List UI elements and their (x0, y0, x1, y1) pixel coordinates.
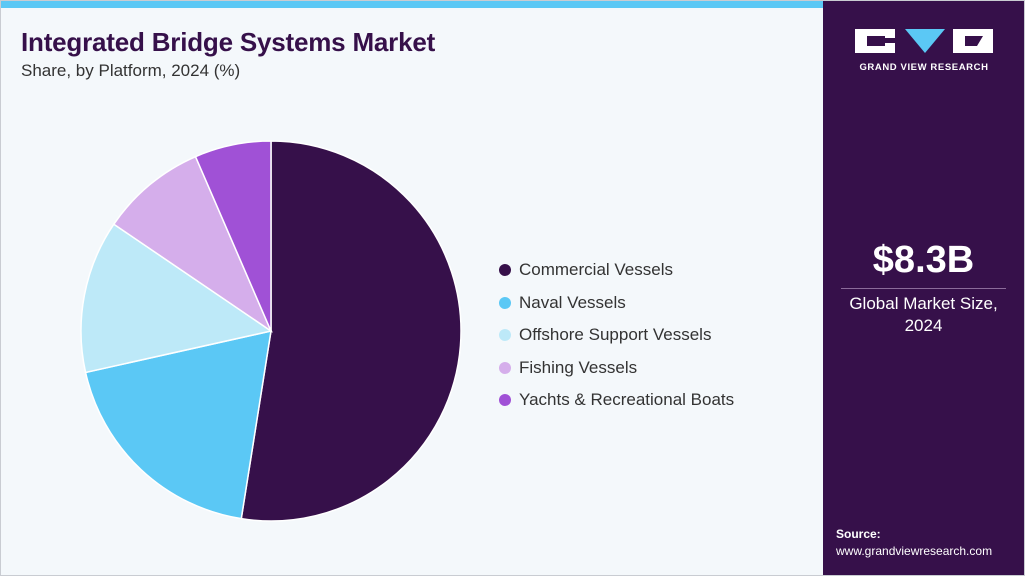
market-size-value: $8.3B (872, 239, 975, 281)
market-size-label: Global Market Size, 2024 (823, 293, 1024, 337)
chart-subtitle: Share, by Platform, 2024 (%) (21, 61, 241, 80)
legend-swatch (499, 329, 511, 342)
source-note: Source: www.grandviewresearch.com (836, 526, 992, 560)
gvr-logo-icon (855, 29, 993, 53)
accent-bar (1, 1, 823, 8)
legend-label: Offshore Support Vessels (519, 325, 712, 345)
legend-swatch (499, 264, 511, 277)
pie-slice-naval-vessels (84, 330, 272, 520)
legend-item-naval-vessels: Naval Vessels (499, 287, 734, 320)
legend-item-yachts-recreational-boats: Yachts & Recreational Boats (499, 384, 734, 417)
kpi-divider (841, 288, 1006, 289)
legend-label: Naval Vessels (519, 292, 626, 312)
market-size-label-line1: Global Market Size, (849, 294, 998, 313)
legend-swatch (499, 296, 511, 309)
sidebar-panel: GRAND VIEW RESEARCH $8.3B Global Market … (823, 1, 1024, 575)
legend-swatch (499, 394, 511, 407)
pie-chart (80, 140, 462, 522)
chart-title: Integrated Bridge Systems Market (21, 27, 436, 57)
source-label: Source: (836, 527, 881, 541)
legend-item-offshore-support-vessels: Offshore Support Vessels (499, 319, 734, 352)
legend-label: Yachts & Recreational Boats (519, 390, 735, 410)
legend-swatch (499, 361, 511, 374)
logo-text: GRAND VIEW RESEARCH (859, 62, 989, 73)
legend-item-commercial-vessels: Commercial Vessels (499, 254, 734, 287)
pie-slice-offshore-support-vessels (80, 223, 273, 374)
legend-label: Fishing Vessels (519, 357, 638, 377)
pie-slice-yachts-recreational-boats (194, 140, 272, 332)
legend-label: Commercial Vessels (519, 260, 673, 280)
pie-slice-commercial-vessels (240, 140, 462, 522)
market-size-label-line2: 2024 (904, 316, 943, 335)
source-url: www.grandviewresearch.com (836, 544, 993, 558)
gvr-logo: GRAND VIEW RESEARCH (853, 28, 995, 73)
legend-item-fishing-vessels: Fishing Vessels (499, 352, 734, 385)
pie-slice-fishing-vessels (112, 155, 273, 334)
